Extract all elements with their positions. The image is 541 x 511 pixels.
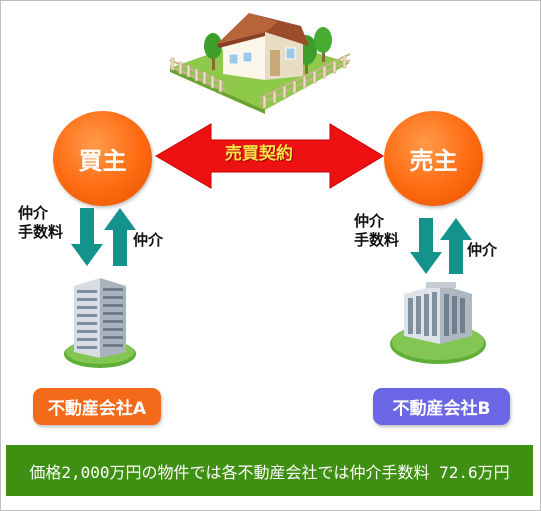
left-service-label: 仲介 bbox=[133, 231, 164, 249]
contract-label: 売買契約 bbox=[225, 144, 293, 164]
fee-summary-banner: 価格2,000万円の物件では各不動産会社では仲介手数料 72.6万円 bbox=[6, 445, 533, 496]
company-a-badge: 不動産会社A bbox=[33, 388, 161, 425]
buyer-circle: 買主 bbox=[53, 111, 152, 206]
right-fee-label: 仲介 手数料 bbox=[354, 212, 400, 249]
house-icon bbox=[169, 13, 351, 114]
office-building-icon bbox=[64, 278, 136, 368]
right-service-arrow-up bbox=[440, 218, 472, 274]
office-building-icon bbox=[390, 282, 486, 364]
right-service-label: 仲介 bbox=[467, 241, 498, 259]
seller-circle: 売主 bbox=[384, 111, 483, 206]
right-fee-arrow-down bbox=[410, 218, 442, 274]
company-b-badge: 不動産会社B bbox=[373, 388, 510, 425]
left-fee-arrow-down bbox=[71, 208, 103, 266]
left-fee-label: 仲介 手数料 bbox=[18, 204, 64, 241]
left-service-arrow-up bbox=[104, 208, 136, 266]
